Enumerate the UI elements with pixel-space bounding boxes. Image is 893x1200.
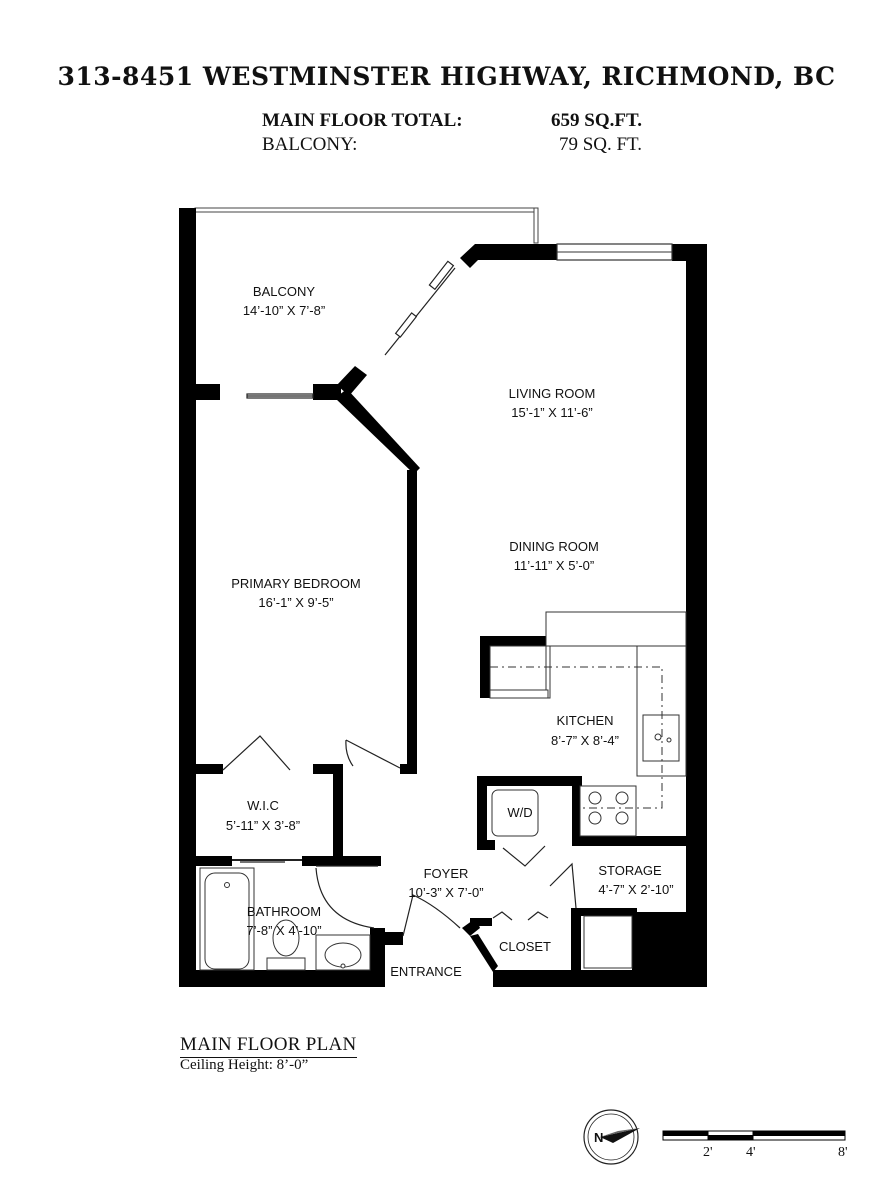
ceiling-height: Ceiling Height: 8’-0” (180, 1057, 309, 1073)
scale-label-8: 8' (838, 1145, 848, 1160)
foyer-dims: 10’-3” X 7’-0” (408, 885, 483, 900)
compass-icon: N (583, 1109, 640, 1165)
closet-name: CLOSET (499, 939, 551, 954)
storage-name: STORAGE (598, 863, 662, 878)
washer-dryer-label: W/D (507, 805, 532, 820)
kitchen-name: KITCHEN (556, 713, 613, 728)
balcony-dims: 14’-10” X 7’-8” (243, 303, 325, 318)
balcony-railing (194, 207, 539, 244)
bathroom-name: BATHROOM (247, 904, 321, 919)
wic-name: W.I.C (247, 798, 279, 813)
doors (222, 260, 577, 937)
room-labels: BALCONY 14’-10” X 7’-8” LIVING ROOM 15’-… (226, 284, 674, 979)
bathroom-fixtures (199, 867, 633, 971)
entrance-label: ENTRANCE (390, 964, 462, 979)
balcony-area-label: BALCONY: (262, 134, 358, 155)
exterior-walls (179, 208, 707, 987)
scale-label-4: 4' (746, 1145, 756, 1160)
balcony-name: BALCONY (253, 284, 315, 299)
kitchen-fixtures (489, 611, 687, 837)
living-room-dims: 15’-1” X 11’-6” (511, 405, 592, 420)
foyer-name: FOYER (424, 866, 469, 881)
storage-dims: 4’-7” X 2’-10” (598, 882, 673, 897)
wic-dims: 5’-11” X 3’-8” (226, 818, 300, 833)
bedroom-name: PRIMARY BEDROOM (231, 576, 361, 591)
compass-north-label: N (594, 1130, 603, 1145)
bedroom-dims: 16’-1” X 9’-5” (258, 595, 333, 610)
main-floor-label: MAIN FLOOR TOTAL: (262, 110, 463, 131)
dining-room-dims: 11’-11” X 5’-0” (514, 558, 594, 573)
interior-walls (196, 366, 707, 972)
kitchen-dims: 8’-7” X 8’-4” (551, 733, 619, 748)
dining-room-name: DINING ROOM (509, 539, 599, 554)
plan-title: MAIN FLOOR PLAN (180, 1034, 357, 1058)
bathroom-dims: 7’-8” X 4’-10” (246, 923, 321, 938)
scale-bar: 2' 4' 8' (662, 1130, 848, 1160)
property-address: 313-8451 WESTMINSTER HIGHWAY, RICHMOND, … (57, 62, 836, 91)
balcony-area-value: 79 SQ. FT. (558, 134, 642, 155)
scale-label-2: 2' (703, 1145, 713, 1160)
living-room-name: LIVING ROOM (509, 386, 596, 401)
main-floor-value: 659 SQ.FT. (551, 110, 642, 131)
